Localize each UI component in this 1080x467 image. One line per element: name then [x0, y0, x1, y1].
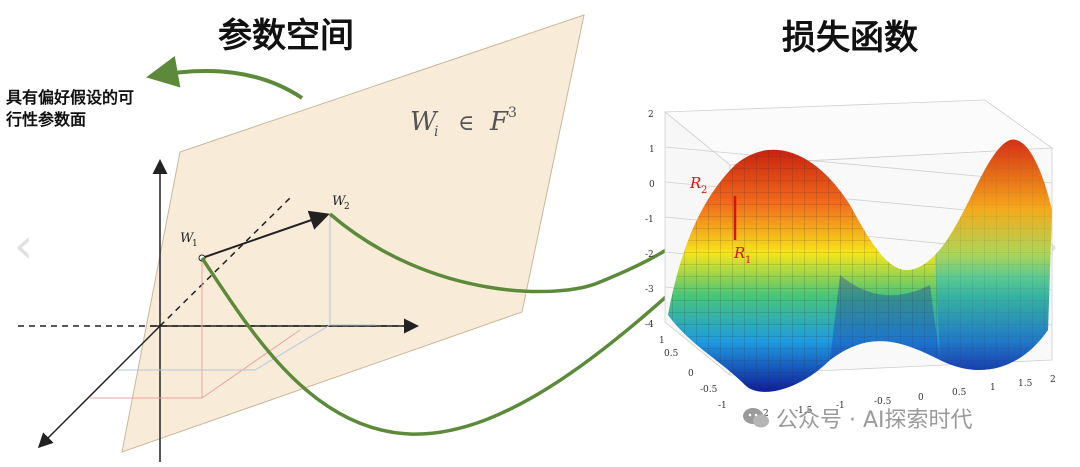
caption-line-2: 行性参数面 — [6, 110, 87, 129]
y-tick: 0 — [918, 393, 924, 403]
y-tick: -1 — [836, 401, 845, 411]
z-tick: -2 — [645, 250, 654, 260]
y-tick: 0.5 — [952, 388, 967, 398]
w2-label: W 2 — [332, 194, 350, 212]
y-tick: -0.5 — [874, 397, 892, 407]
svg-text:i: i — [434, 124, 438, 140]
projection-lines — [90, 214, 376, 399]
svg-text:∈: ∈ — [458, 111, 474, 136]
svg-text:W: W — [410, 107, 439, 137]
parameter-space-title: 参数空间 — [218, 16, 354, 56]
prev-arrow-icon[interactable]: ‹ — [14, 218, 34, 274]
z-axis-ticks: 2 1 0 -1 -2 -3 -4 — [645, 110, 655, 330]
z-tick: 1 — [649, 145, 655, 155]
z-tick: 2 — [648, 110, 654, 120]
loss-function-title: 损失函数 — [782, 18, 918, 58]
y-axis-ticks: -2 -1.5 -1 -0.5 0 0.5 1 1.5 2 — [760, 375, 1056, 419]
svg-text:3: 3 — [508, 105, 517, 121]
x-tick: -1 — [718, 401, 727, 411]
z-tick: 0 — [649, 180, 655, 190]
wechat-icon — [743, 408, 769, 428]
watermark-text: 公众号 · AI探索时代 — [776, 408, 973, 433]
svg-text:2: 2 — [701, 185, 707, 196]
y-tick: 1 — [990, 383, 996, 393]
z-tick: -3 — [645, 285, 654, 295]
svg-text:1: 1 — [745, 255, 751, 266]
caption-arrow — [146, 56, 304, 100]
svg-text:W: W — [180, 231, 195, 246]
z-tick: -4 — [645, 320, 654, 330]
r2-label: R 2 — [689, 174, 707, 196]
loss-surface-plot — [663, 99, 1054, 392]
x-tick: 0.5 — [664, 349, 679, 359]
svg-text:R: R — [689, 174, 701, 192]
r1-label: R 1 — [733, 244, 751, 266]
y-tick: -1.5 — [795, 406, 813, 416]
y-tick: 1.5 — [1018, 379, 1033, 389]
svg-text:2: 2 — [344, 202, 350, 212]
svg-text:R: R — [733, 244, 745, 262]
svg-text:W: W — [332, 194, 347, 209]
w1-to-w2-vector — [201, 210, 330, 259]
x-axis-ticks: 1 0.5 0 -0.5 -1 — [659, 336, 727, 411]
y-tick: -2 — [760, 409, 769, 419]
y-tick: 2 — [1050, 375, 1056, 385]
watermark: 公众号 · AI探索时代 — [742, 402, 973, 434]
x-tick: -0.5 — [700, 385, 718, 395]
caption-line-1: 具有偏好假设的可 — [6, 88, 135, 107]
x-tick: 1 — [659, 336, 665, 346]
svg-text:F: F — [489, 107, 509, 137]
feasible-plane-caption: 具有偏好假设的可 行性参数面 — [6, 87, 134, 131]
plane-formula: W i ∈ F 3 — [410, 105, 517, 140]
svg-text:1: 1 — [192, 239, 198, 249]
w1-label: W 1 — [180, 231, 198, 249]
coordinate-axes — [18, 159, 419, 462]
z-tick: -1 — [645, 215, 654, 225]
w1-to-r1-arrow — [200, 231, 740, 436]
x-tick: 0 — [688, 369, 694, 379]
